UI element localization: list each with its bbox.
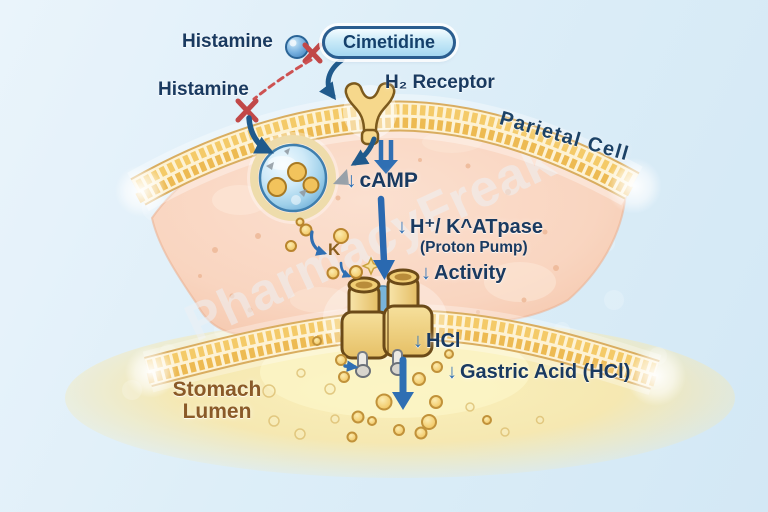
acid-droplets bbox=[262, 336, 545, 443]
arrow-blocked-to-vesicle bbox=[246, 115, 275, 154]
potassium-label: K bbox=[328, 240, 341, 259]
down-arrow-icon: ↓ bbox=[413, 330, 423, 352]
top-cell-membrane bbox=[115, 93, 662, 217]
cell-speckles bbox=[198, 158, 559, 314]
pump-body bbox=[340, 304, 434, 360]
activity-label: ↓Activity bbox=[421, 263, 506, 284]
arrow-camp-to-pump bbox=[373, 195, 395, 280]
camp-text: cAMP bbox=[359, 169, 418, 192]
arrow-k-down bbox=[339, 261, 352, 278]
hcl-text: HCl bbox=[426, 330, 461, 352]
sparkle-icon bbox=[361, 256, 381, 276]
pump-feet bbox=[355, 349, 406, 378]
stomach-lumen-line2: Lumen bbox=[182, 400, 252, 424]
cimetidine-label: Cimetidine bbox=[342, 32, 435, 52]
arrow-receptor-to-vesicle bbox=[350, 136, 377, 166]
camp-label: ↓cAMP bbox=[346, 169, 418, 192]
arrow-k-in bbox=[309, 230, 328, 256]
histamine-molecule-icon bbox=[285, 35, 309, 59]
atpase-text: H⁺/ K^ATpase bbox=[410, 216, 543, 238]
arrow-pump-to-lumen bbox=[392, 356, 414, 410]
gastric-acid-label: ↓Gastric Acid (HCl) bbox=[447, 362, 630, 383]
atpase-label: ↓H⁺/ K^ATpase bbox=[397, 217, 543, 238]
vesicle-icon bbox=[247, 132, 339, 224]
double-arrow-down-icon bbox=[374, 140, 398, 174]
down-arrow-icon: ↓ bbox=[421, 262, 431, 284]
gastric-acid-text: Gastric Acid (HCl) bbox=[460, 361, 631, 383]
h2-receptor-label: H₂ Receptor bbox=[385, 72, 495, 93]
stomach-lumen-line1: Stomach bbox=[172, 378, 262, 401]
cimetidine-pill: Cimetidine bbox=[322, 26, 456, 59]
histamine-label-top: Histamine bbox=[182, 31, 273, 52]
arrow-acid-out bbox=[343, 360, 359, 372]
arrow-drug-to-receptor bbox=[319, 57, 345, 101]
down-arrow-icon: ↓ bbox=[447, 361, 457, 383]
down-arrow-icon: ↓ bbox=[397, 216, 407, 238]
h2-receptor-icon bbox=[343, 82, 397, 146]
proton-pump-icon bbox=[323, 268, 447, 378]
blocked-x-icons bbox=[235, 42, 323, 123]
signal-arrows-dark bbox=[246, 57, 377, 166]
histamine-label-blocked: Histamine bbox=[158, 79, 249, 100]
proton-pump-label: (Proton Pump) bbox=[420, 239, 528, 256]
activity-text: Activity bbox=[434, 262, 507, 284]
small-ion-arrows bbox=[309, 230, 359, 372]
potassium-ions bbox=[285, 217, 381, 280]
stomach-lumen-label: Stomach Lumen bbox=[152, 378, 282, 424]
hcl-label: ↓HCl bbox=[413, 331, 460, 352]
vesicle-pointer-icon bbox=[333, 169, 349, 185]
down-arrow-icon: ↓ bbox=[346, 169, 357, 192]
blocked-path-dashed bbox=[252, 58, 313, 101]
